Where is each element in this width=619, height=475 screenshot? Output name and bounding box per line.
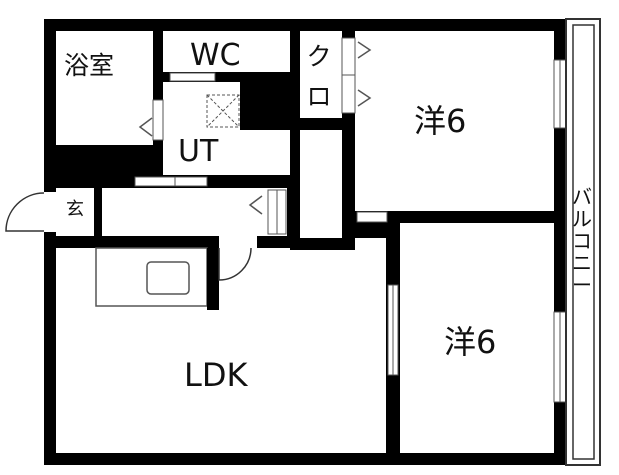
- wc-door-gap: [169, 72, 216, 82]
- room-label-bath: 浴室: [64, 51, 115, 80]
- room-label-western-room-2: 洋6: [444, 323, 497, 361]
- interior-bath: [56, 31, 153, 145]
- interior-storage: [300, 130, 342, 238]
- storage-bottom-wall: [290, 238, 355, 250]
- closet-door-mark-2: [357, 89, 372, 107]
- room-label-wc: WC: [190, 38, 241, 73]
- closet-left-wall: [290, 31, 300, 238]
- room1-bottom-wall: [342, 211, 554, 223]
- wc-divider: [163, 72, 290, 82]
- closet-door-mark-1: [357, 41, 372, 59]
- room-label-entrance: 玄: [66, 199, 84, 220]
- bath-door-mark: [138, 117, 153, 137]
- bath-bottom-wall: [56, 145, 163, 155]
- room1-door-gap: [356, 211, 388, 223]
- bath-door-gap: [152, 99, 164, 141]
- entrance-door-swing: [5, 192, 45, 232]
- interior-hall: [102, 188, 287, 236]
- room-label-closet: クロ: [306, 42, 332, 111]
- kitchen-sink: [146, 261, 190, 295]
- utility-door-gap: [219, 236, 257, 248]
- ut-black-block: [240, 82, 290, 130]
- closet-bottom-wall: [300, 118, 342, 130]
- ut-door-gap: [134, 176, 208, 187]
- kitchen-wall: [207, 248, 219, 310]
- interior-wc: [163, 31, 290, 73]
- room-label-utility: UT: [178, 134, 219, 169]
- interior-room2: [400, 223, 554, 453]
- room-label-ldk: LDK: [184, 356, 248, 394]
- room-label-western-room-1: 洋6: [414, 102, 467, 140]
- washer-cross-2: [206, 94, 240, 128]
- balcony-inner: [572, 24, 595, 460]
- interior-entrance: [56, 188, 94, 236]
- hall-door-mark: [248, 195, 263, 215]
- entrance-door-gap: [44, 192, 56, 232]
- interior-closet: [300, 31, 342, 118]
- room-label-balcony: バルコニー: [572, 185, 592, 297]
- entrance-wall: [94, 188, 102, 236]
- utility-door-swing: [218, 247, 252, 281]
- interior-room1: [355, 31, 554, 211]
